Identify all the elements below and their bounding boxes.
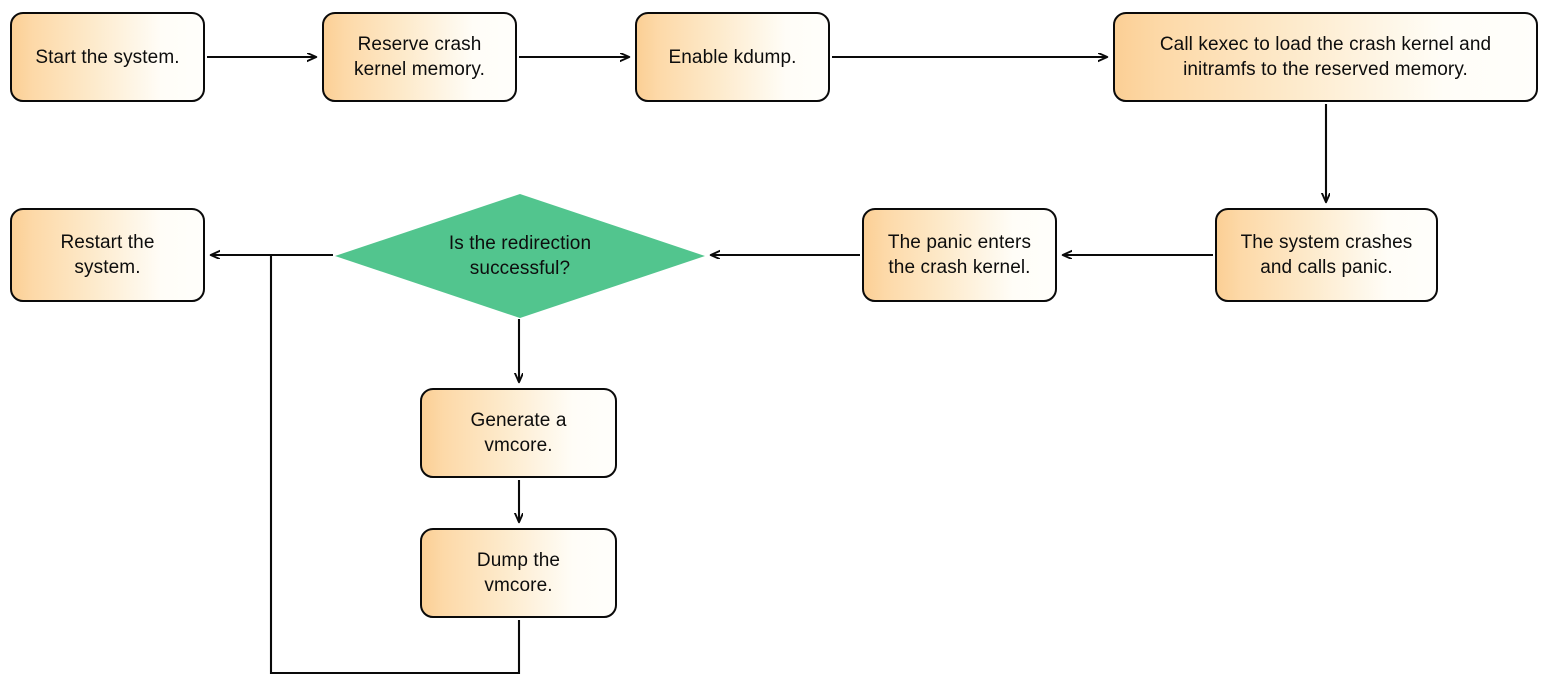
- node-label: Start the system.: [35, 46, 180, 68]
- node-generate-a-vmcore[interactable]: Generate a vmcore.: [420, 388, 617, 478]
- node-label: Enable kdump.: [668, 46, 797, 68]
- node-label: Dump the vmcore.: [476, 550, 561, 596]
- node-call-kexec-load-crash-kernel[interactable]: Call kexec to load the crash kernel and …: [1113, 12, 1538, 102]
- node-is-redirection-successful[interactable]: Is the redirection successful?: [335, 194, 705, 318]
- node-label: Restart the system.: [60, 232, 155, 278]
- node-reserve-crash-kernel-memory[interactable]: Reserve crash kernel memory.: [322, 12, 517, 102]
- node-label: Reserve crash kernel memory.: [354, 34, 485, 80]
- node-system-crashes-calls-panic[interactable]: The system crashes and calls panic.: [1215, 208, 1438, 302]
- node-start-the-system[interactable]: Start the system.: [10, 12, 205, 102]
- node-dump-the-vmcore[interactable]: Dump the vmcore.: [420, 528, 617, 618]
- node-label: Call kexec to load the crash kernel and …: [1159, 34, 1492, 80]
- node-restart-the-system[interactable]: Restart the system.: [10, 208, 205, 302]
- node-label: The panic enters the crash kernel.: [887, 232, 1032, 278]
- node-label: The system crashes and calls panic.: [1240, 232, 1413, 278]
- node-label: Is the redirection successful?: [448, 233, 592, 279]
- node-enable-kdump[interactable]: Enable kdump.: [635, 12, 830, 102]
- node-panic-enters-crash-kernel[interactable]: The panic enters the crash kernel.: [862, 208, 1057, 302]
- node-label: Generate a vmcore.: [470, 410, 567, 456]
